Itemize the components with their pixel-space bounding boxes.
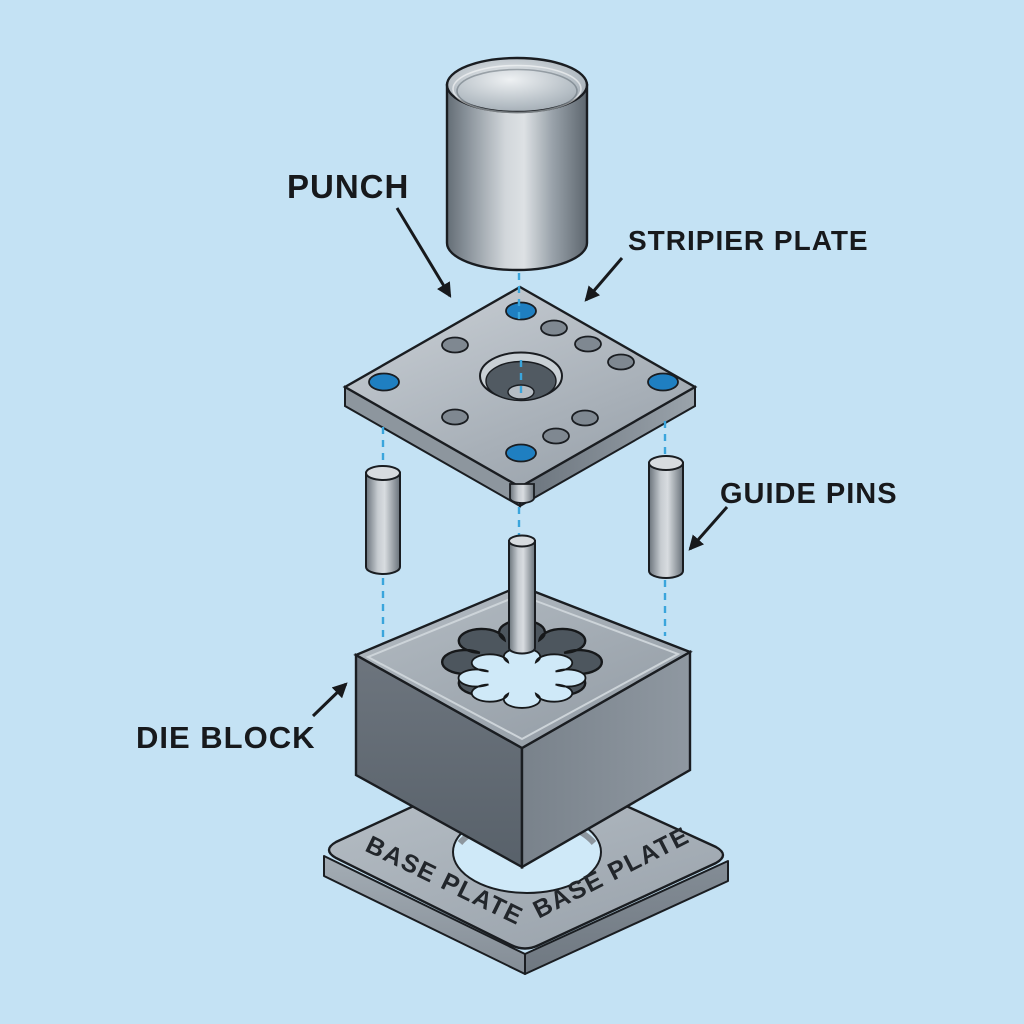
punch-arrow xyxy=(395,207,452,298)
guide-pins-label: GUIDE PINS xyxy=(720,478,898,510)
punch-cylinder xyxy=(445,56,589,272)
pilot-pin xyxy=(508,534,536,655)
punch-label: PUNCH xyxy=(287,168,409,205)
guide-pins-arrow xyxy=(688,506,729,551)
guide-pin-right xyxy=(648,455,684,579)
die-cavity-through-hole xyxy=(458,648,585,708)
callout-arrows xyxy=(311,207,729,718)
stripper-plate-guide-holes xyxy=(368,301,679,463)
stripper-plate-boss xyxy=(509,483,535,504)
stripper-plate-screw-holes xyxy=(441,319,635,445)
die-block-label: DIE BLOCK xyxy=(136,720,316,755)
die-block-arrow xyxy=(311,682,348,718)
die-block xyxy=(353,584,693,870)
die-block-chamfer-highlight xyxy=(365,593,681,741)
center-line-dashes xyxy=(381,273,667,740)
stripper-plate-arrow xyxy=(584,257,624,302)
guide-pin-left xyxy=(365,465,401,575)
base-plate-right-edge xyxy=(524,860,729,975)
stripper-plate-label: STRIPIER PLATE xyxy=(628,225,869,256)
